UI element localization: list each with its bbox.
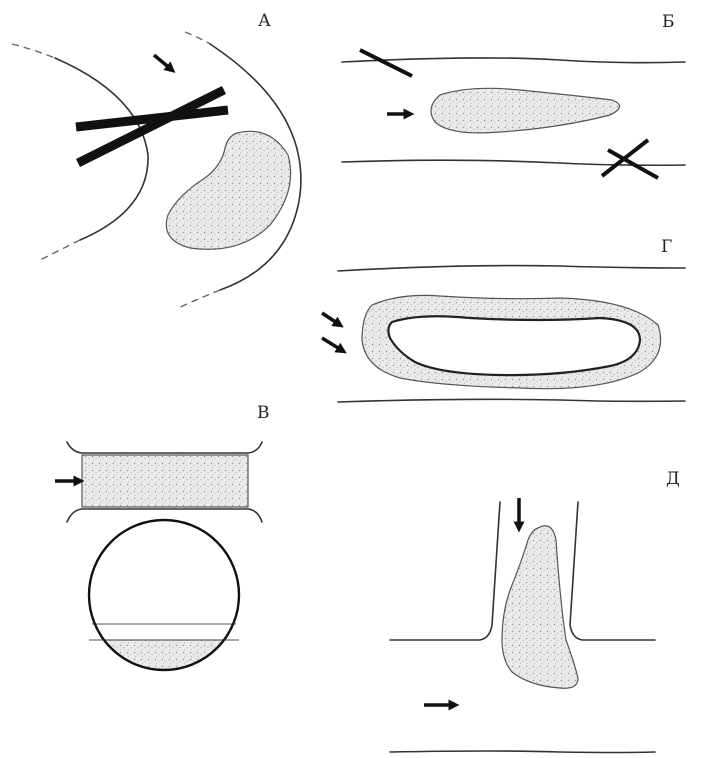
arrow-icon — [322, 313, 340, 325]
panel-g: Г — [322, 237, 685, 402]
panel-d-thrombus — [502, 526, 578, 689]
panel-a: А — [12, 11, 301, 308]
panel-b-vessel-wall-top — [342, 58, 685, 63]
panel-g-vessel-wall-top — [338, 266, 685, 271]
panel-b-thrombus — [431, 88, 620, 133]
panel-d-branch-wall-right — [570, 502, 655, 640]
panel-a-label: А — [258, 11, 271, 31]
panel-a-vessel-outer-dash-top — [12, 44, 55, 58]
panel-g-vessel-wall-bottom — [338, 399, 685, 402]
panel-v-thrombus-longitudinal — [82, 455, 248, 507]
panel-a-vessel-inner-dash-top — [185, 32, 210, 44]
panel-a-vessel-inner-dash-bottom — [178, 290, 220, 308]
panel-a-thrombus — [166, 131, 290, 249]
arrow-icon — [322, 338, 343, 351]
panel-d: Д — [390, 469, 680, 753]
panel-a-vessel-outer-dash-bottom — [40, 240, 80, 260]
clamp-icon — [360, 50, 412, 76]
panel-b-label: Б — [662, 12, 675, 32]
panel-d-label: Д — [666, 469, 680, 489]
panel-v: В — [55, 403, 270, 674]
panel-d-branch-wall-left — [390, 502, 500, 640]
panel-v-label: В — [257, 403, 270, 423]
arrow-icon — [154, 55, 172, 70]
panel-b: Б — [342, 12, 685, 178]
panel-d-main-vessel-wall-bottom — [390, 751, 655, 753]
panel-g-label: Г — [661, 237, 672, 257]
panel-g-lumen — [388, 316, 640, 375]
panel-v-vessel-wall-top — [67, 442, 262, 453]
